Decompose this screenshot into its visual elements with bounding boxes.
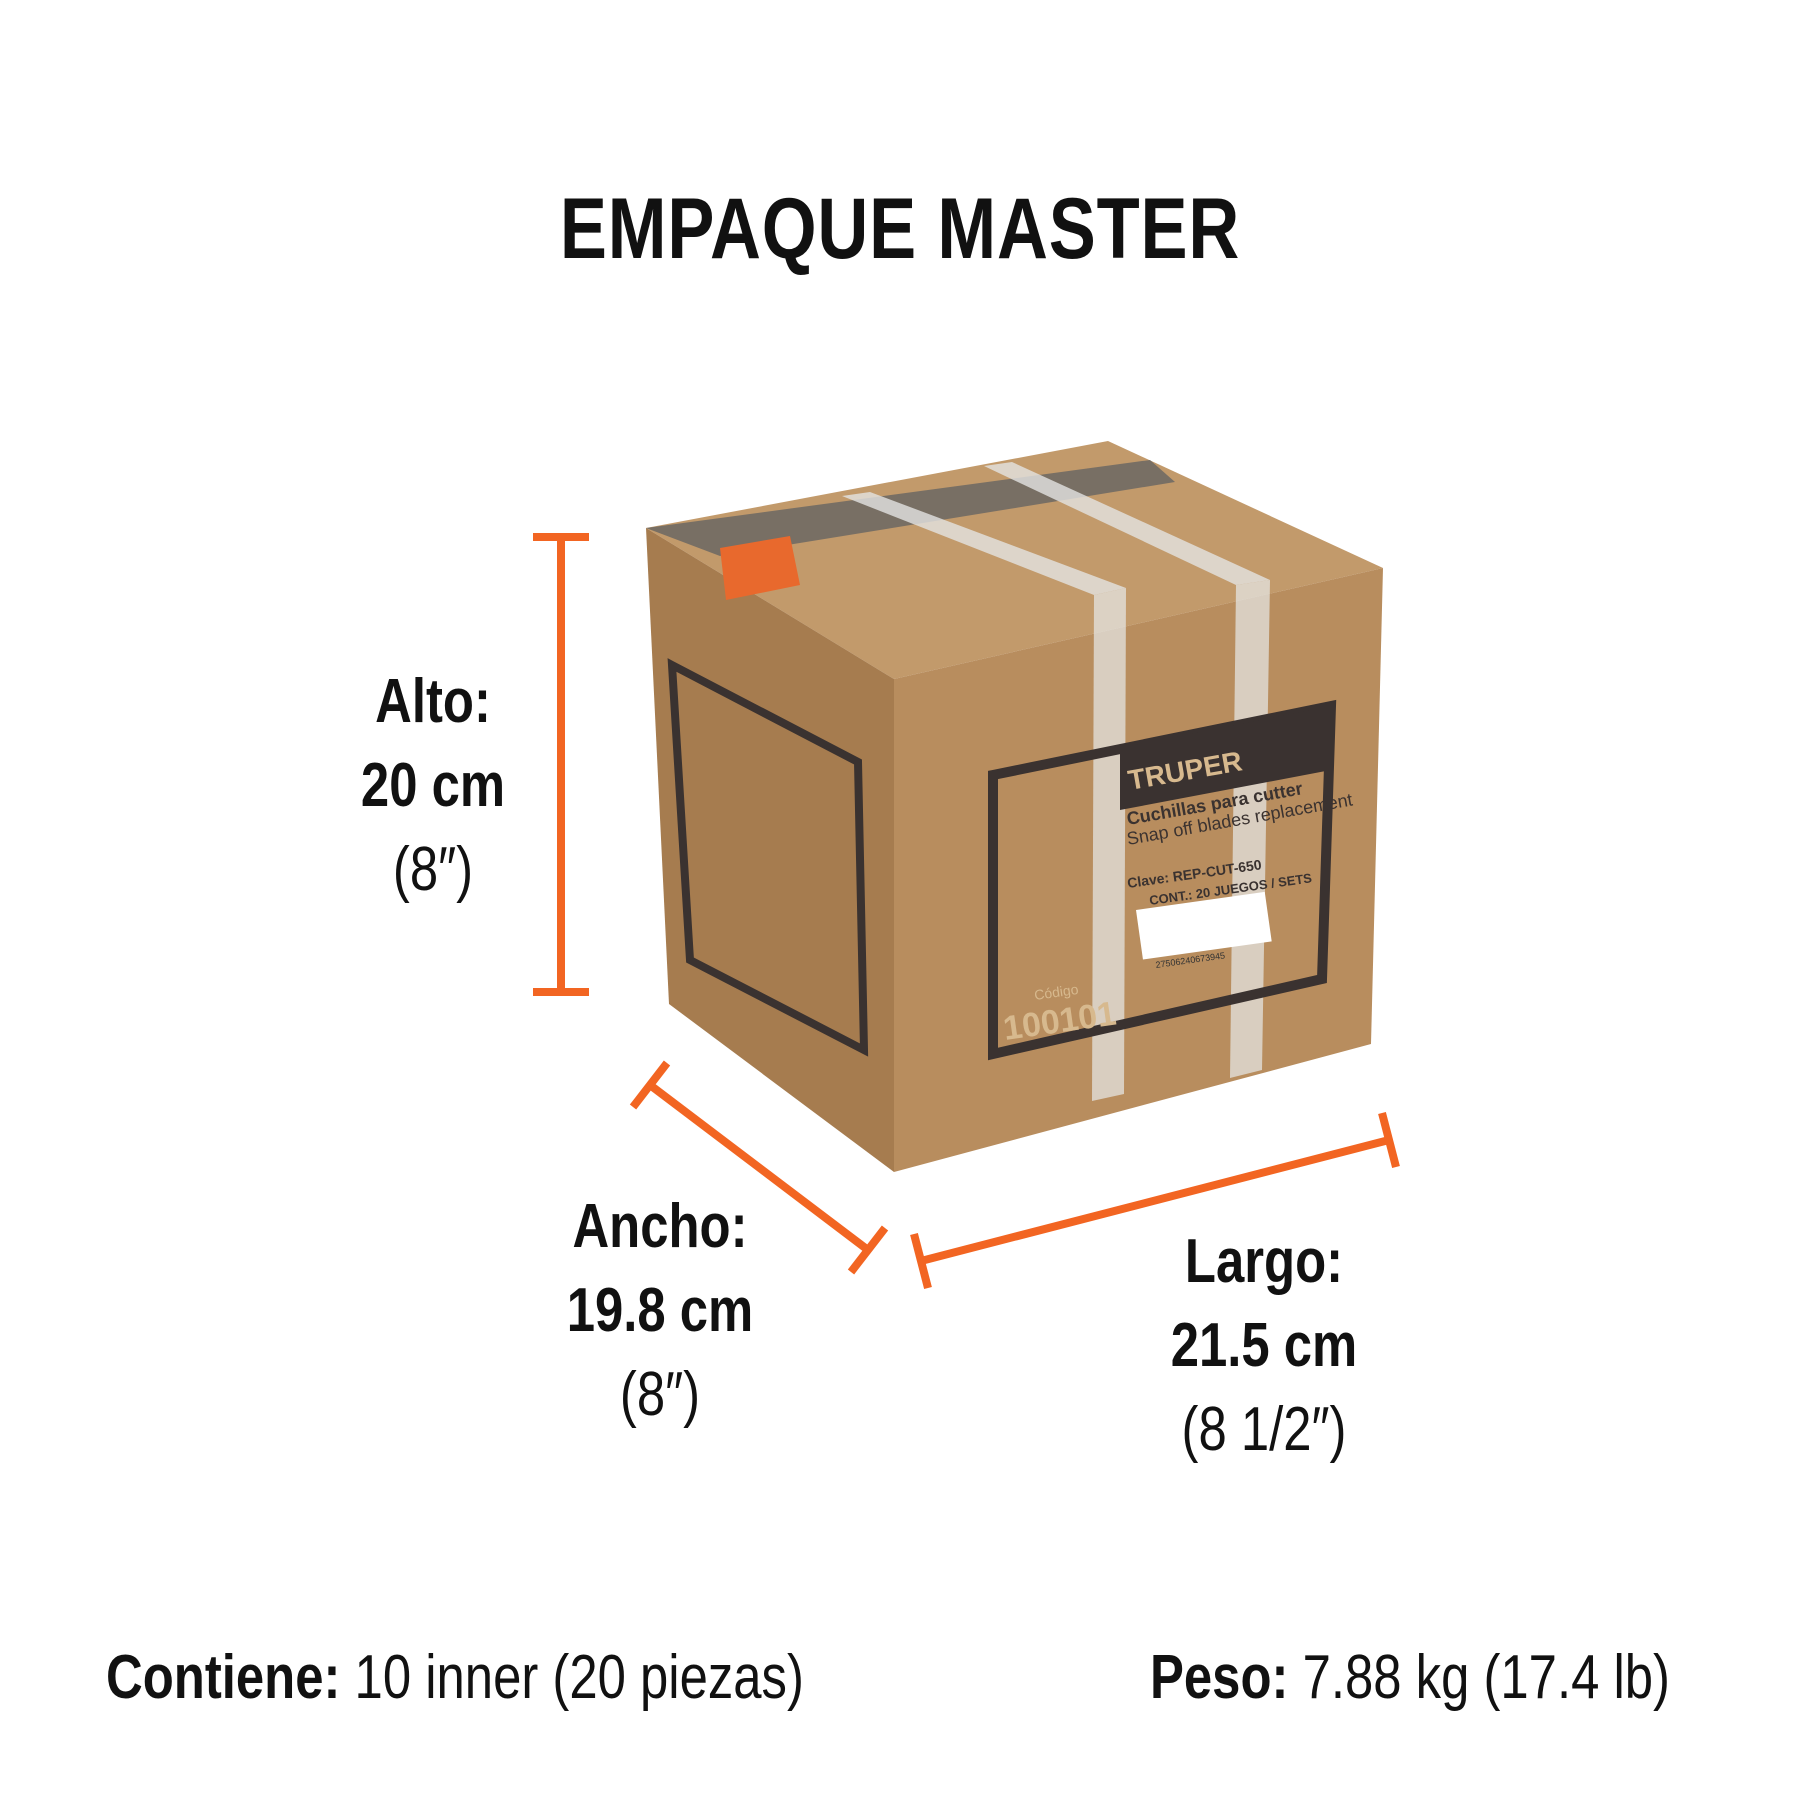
length-marker <box>910 1111 1400 1290</box>
page-title: EMPAQUE MASTER <box>559 181 1241 277</box>
height-dimension: Alto: 20 cm (8″) <box>269 660 597 912</box>
strap <box>1092 588 1126 1101</box>
weight-info: Peso: 7.88 kg (17.4 lb) <box>1150 1642 1670 1713</box>
box-label-side <box>667 658 869 1057</box>
height-label: Alto: <box>375 667 491 736</box>
weight-value: 7.88 kg (17.4 lb) <box>1302 1643 1670 1712</box>
box-codigo-label: Código <box>1033 981 1079 1003</box>
width-imperial: (8″) <box>619 1360 701 1429</box>
width-metric: 19.8 cm <box>566 1276 754 1345</box>
strap <box>984 462 1270 585</box>
contents-label: Contiene: <box>106 1643 341 1712</box>
length-dimension: Largo: 21.5 cm (8 1/2″) <box>1100 1220 1428 1472</box>
length-imperial: (8 1/2″) <box>1181 1395 1347 1464</box>
length-label: Largo: <box>1184 1227 1344 1296</box>
contents-info: Contiene: 10 inner (20 piezas) <box>106 1642 804 1713</box>
length-metric: 21.5 cm <box>1170 1311 1358 1380</box>
width-label: Ancho: <box>572 1192 748 1261</box>
weight-label: Peso: <box>1150 1643 1289 1712</box>
barcode <box>1135 891 1272 960</box>
packing-tape-orange <box>720 536 800 600</box>
height-metric: 20 cm <box>360 751 506 820</box>
height-marker <box>533 533 589 996</box>
contents-value: 10 inner (20 piezas) <box>354 1643 804 1712</box>
width-marker <box>629 1060 889 1275</box>
height-imperial: (8″) <box>392 835 474 904</box>
box-label-header <box>1120 706 1331 810</box>
strap <box>1230 580 1270 1078</box>
box-left-face <box>646 528 894 1172</box>
width-dimension: Ancho: 19.8 cm (8″) <box>496 1185 824 1437</box>
strap <box>842 492 1126 595</box>
